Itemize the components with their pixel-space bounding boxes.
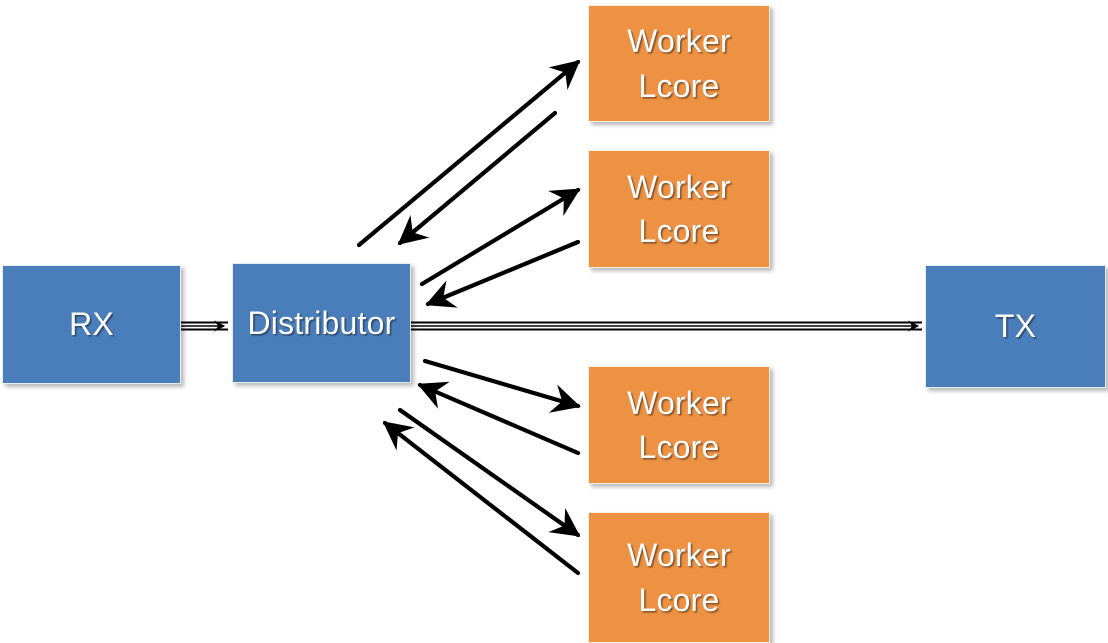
node-rx-label-line-0: RX	[69, 306, 114, 343]
edge-worker4-to-distributor	[382, 420, 581, 576]
node-worker-lcore-3-label-line-1: Lcore	[638, 429, 720, 465]
node-worker-lcore-3[interactable]: Worker Lcore	[588, 366, 770, 484]
node-tx[interactable]: TX	[925, 265, 1106, 388]
node-distributor[interactable]: Distributor	[232, 263, 411, 383]
node-worker-lcore-1-label-line-0: Worker	[627, 23, 731, 60]
edge-worker1-to-distributor	[397, 110, 558, 246]
edge-worker3-to-distributor	[417, 381, 581, 456]
edge-rx-to-distributor	[181, 320, 228, 332]
node-worker-lcore-2[interactable]: Worker Lcore	[588, 150, 770, 268]
node-worker-lcore-4[interactable]: Worker Lcore	[588, 512, 770, 643]
node-worker-lcore-4-label-line-0: Worker	[627, 537, 731, 574]
node-worker-lcore-4-label-line-1: Lcore	[638, 581, 720, 618]
edge-distributor-to-worker2	[419, 187, 581, 287]
node-worker-lcore-3-label-line-0: Worker	[627, 384, 731, 421]
node-worker-lcore-2-label-line-1: Lcore	[638, 213, 720, 249]
node-worker-lcore-1-label-line-1: Lcore	[638, 67, 720, 104]
node-distributor-label-line-0: Distributor	[247, 304, 396, 341]
edge-distributor-to-tx	[411, 320, 922, 332]
node-worker-lcore-2-label-line-0: Worker	[627, 168, 731, 205]
node-tx-label-line-0: TX	[994, 308, 1037, 345]
edge-distributor-to-worker3	[422, 358, 581, 413]
node-rx[interactable]: RX	[2, 265, 181, 384]
edge-worker2-to-distributor	[425, 239, 581, 308]
node-worker-lcore-1[interactable]: Worker Lcore	[588, 5, 770, 122]
edge-distributor-to-worker4	[397, 407, 581, 538]
edge-distributor-to-worker1	[356, 59, 581, 248]
